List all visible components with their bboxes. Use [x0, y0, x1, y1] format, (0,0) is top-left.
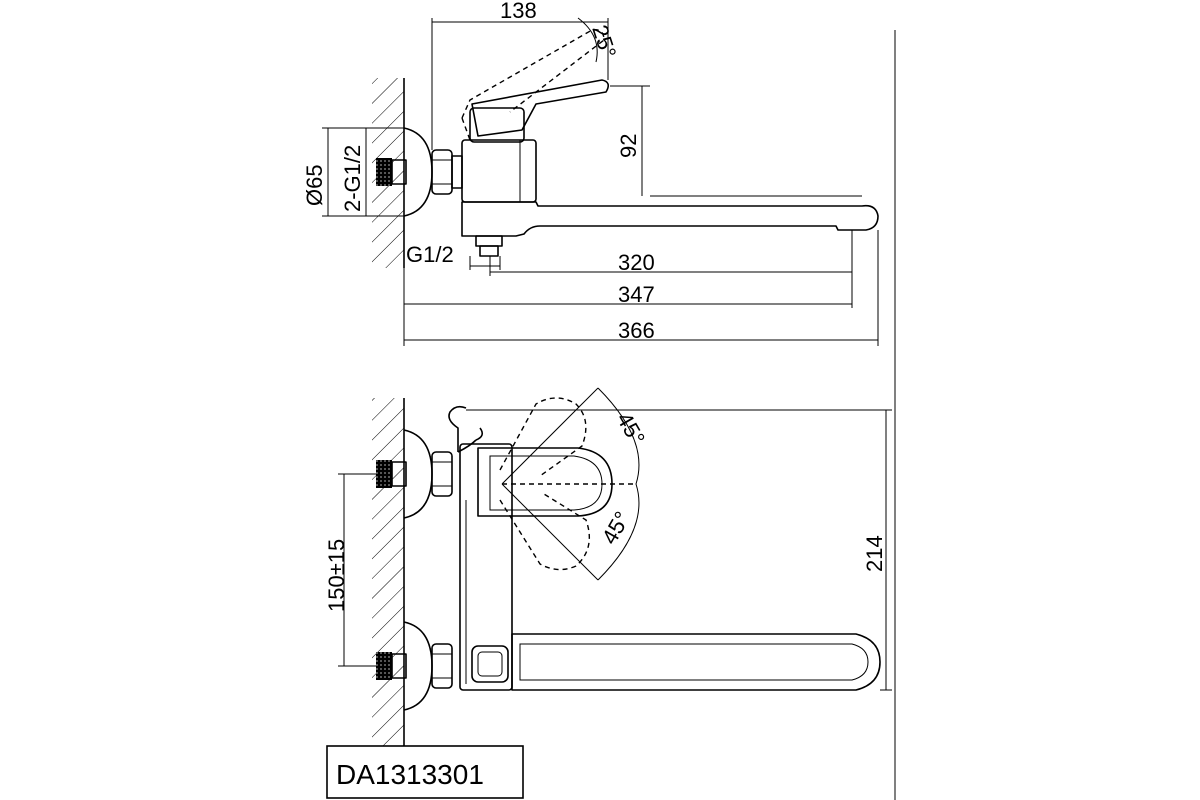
nut-lower: [431, 643, 453, 689]
nut-top: [431, 149, 453, 195]
dim-320: 320: [618, 250, 655, 275]
dim-138: 138: [500, 0, 537, 23]
dim-angle-25: 25°: [587, 22, 621, 61]
handle-rotated-up: [499, 397, 587, 477]
model-box: [326, 745, 524, 799]
handle-rotated-down: [499, 493, 590, 571]
wall-hatch-bottom: [372, 398, 404, 748]
dim-2g12: 2-G1/2: [340, 145, 365, 212]
handle-lever-raised: [461, 29, 605, 119]
wall-flange-upper: [403, 429, 433, 519]
dim-347: 347: [618, 282, 655, 307]
eccentric-knurl-top: [376, 158, 392, 186]
dim-d65: Ø65: [302, 164, 327, 206]
dim-angle-45-upper: 45°: [612, 408, 650, 449]
eccentric-knurl-lower: [376, 652, 392, 680]
spout-side: [461, 201, 879, 237]
front-view: 45° 45° 150±15 214: [324, 387, 892, 748]
wall-flange-lower: [403, 621, 433, 711]
eccentric-pipe-top: [391, 159, 407, 185]
model-number: DA1313301: [336, 759, 484, 790]
dim-92: 92: [616, 134, 641, 158]
side-view: 138 25° 92 Ø65 2-G1/2 G1/2 320 347: [302, 0, 879, 346]
eccentric-knurl-upper: [376, 460, 392, 488]
diverter-knob: [471, 645, 509, 683]
dim-angle-45-lower: 45°: [597, 507, 635, 548]
spout-front: [511, 633, 881, 691]
dim-150-15: 150±15: [324, 539, 349, 612]
handle-front: [477, 447, 613, 517]
dim-214: 214: [862, 535, 887, 572]
handle-lever-side: [471, 79, 610, 137]
faucet-body-front: [459, 443, 513, 691]
wall-flange-top: [403, 127, 433, 217]
dim-g12: G1/2: [406, 242, 454, 267]
shower-hook: [448, 405, 484, 452]
diverter-side: [475, 235, 503, 247]
nut-upper: [431, 451, 453, 497]
dim-366: 366: [618, 318, 655, 343]
faucet-body-side: [461, 139, 537, 203]
